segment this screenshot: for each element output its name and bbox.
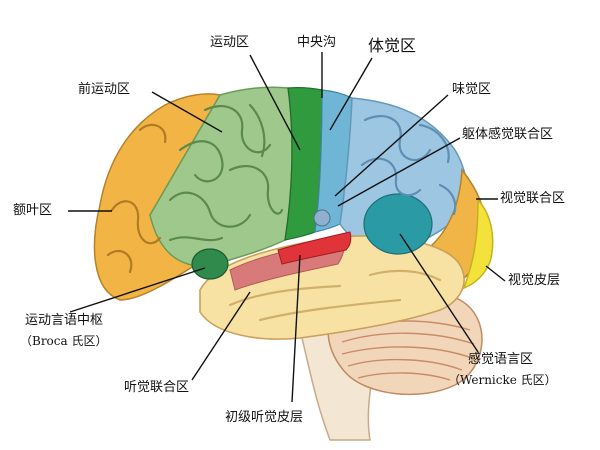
label-wernicke: （Wernicke 氏区） (448, 373, 557, 387)
gustatory-spot (313, 209, 331, 227)
leader-somatosensory (329, 57, 373, 131)
leader-wernicke (399, 233, 479, 353)
leader-primary-auditory (291, 254, 301, 403)
visual-cortex-region (462, 198, 494, 290)
label-central-sulcus: 中央沟 (297, 35, 337, 50)
leader-visual-cortex (485, 265, 506, 282)
leader-auditory-assoc (191, 291, 251, 381)
label-sensory-speech-area: 感觉语言区 (468, 352, 534, 367)
label-somatosensory-area: 体觉区 (368, 36, 417, 55)
label-visual-cortex: 视觉皮层 (508, 273, 561, 288)
label-gustatory-area: 味觉区 (452, 82, 492, 97)
label-broca: （Broca 氏区） (20, 334, 108, 348)
leader-broca (69, 267, 206, 313)
label-premotor-area: 前运动区 (78, 82, 131, 97)
gyri-texture-temporal (228, 269, 442, 322)
label-frontal-lobe: 额叶区 (13, 203, 53, 218)
label-visual-association: 视觉联合区 (500, 191, 566, 206)
gyri-texture-frontal (106, 123, 167, 274)
label-motor-speech-center: 运动言语中枢 (25, 313, 104, 328)
leader-premotor (151, 91, 223, 133)
label-somatosensory-association: 躯体感觉联合区 (462, 127, 554, 142)
leader-lines (68, 52, 506, 403)
gyri-texture-premotor (168, 103, 284, 242)
leader-somato-association (337, 137, 461, 207)
leader-motor-area (249, 54, 301, 151)
label-auditory-association: 听觉联合区 (124, 380, 190, 395)
broca-area (191, 248, 229, 280)
wernicke-area (363, 193, 433, 255)
leader-gustatory (334, 94, 449, 197)
label-primary-auditory-cortex: 初级听觉皮层 (225, 410, 304, 425)
label-motor-area: 运动区 (210, 35, 250, 50)
primary-auditory-band (277, 231, 352, 265)
